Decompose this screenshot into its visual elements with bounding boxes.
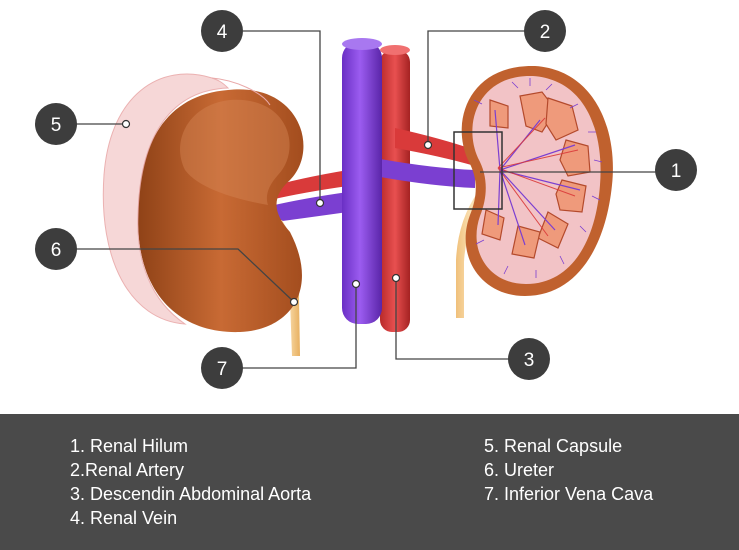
legend-item-vena-cava: 7. Inferior Vena Cava — [484, 484, 654, 504]
right-ureter — [456, 192, 488, 318]
right-kidney-section — [461, 65, 613, 296]
legend-item-ureter: 6. Ureter — [484, 460, 555, 480]
callout-1-number: 1 — [671, 161, 682, 182]
inferior-vena-cava — [342, 38, 382, 324]
renal-capsule — [102, 73, 230, 325]
callout-7-number: 7 — [217, 359, 228, 380]
callout-3: 3 — [508, 338, 550, 380]
callout-2: 2 — [524, 10, 566, 52]
legend-item-renal-capsule: 5. Renal Capsule — [484, 436, 623, 456]
legend-column-left: 1. Renal Hilum 2.Renal Artery 3. Descend… — [70, 434, 311, 530]
kidney-anatomy-illustration: 1 2 3 4 5 6 7 — [35, 10, 697, 389]
callout-dots — [121, 119, 433, 307]
legend-panel: 1. Renal Hilum 2.Renal Artery 3. Descend… — [0, 414, 739, 550]
callout-2-number: 2 — [540, 22, 551, 43]
right-renal-vessels — [375, 128, 475, 188]
callout-5-number: 5 — [51, 115, 62, 136]
callout-3-number: 3 — [524, 350, 535, 371]
callout-lines — [76, 30, 656, 369]
callout-5: 5 — [35, 103, 77, 145]
callout-1: 1 — [655, 149, 697, 191]
legend-item-renal-vein: 4. Renal Vein — [70, 508, 178, 528]
legend-item-renal-artery: 2.Renal Artery — [70, 460, 185, 480]
renal-hilum-box — [453, 131, 503, 210]
callout-6: 6 — [35, 228, 77, 270]
callout-4-number: 4 — [217, 22, 228, 43]
callout-6-number: 6 — [51, 240, 62, 261]
legend-column-right: 5. Renal Capsule 6. Ureter 7. Inferior V… — [484, 434, 653, 506]
callout-7: 7 — [201, 347, 243, 389]
legend-item-renal-hilum: 1. Renal Hilum — [70, 436, 189, 456]
aorta — [380, 45, 410, 332]
legend-item-aorta: 3. Descendin Abdominal Aorta — [70, 484, 312, 504]
callout-4: 4 — [201, 10, 243, 52]
